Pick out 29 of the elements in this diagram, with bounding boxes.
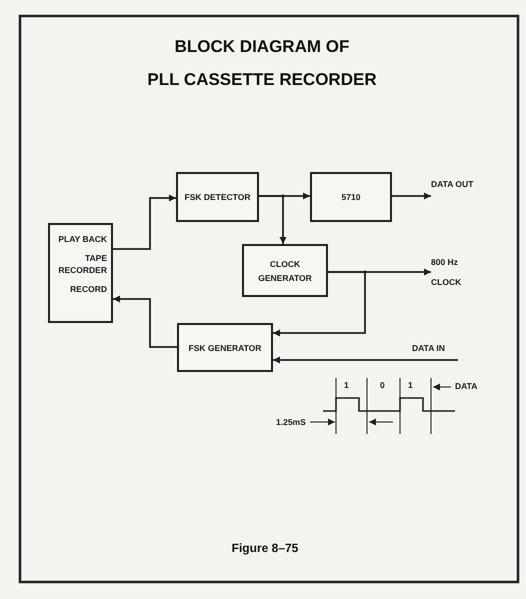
timing-label: DATA: [455, 381, 478, 391]
block-text: TAPE RECORDER: [57, 252, 107, 276]
bit-value: 1: [344, 380, 349, 390]
arrow: [259, 195, 286, 244]
signal-text: DATA OUT: [431, 178, 474, 190]
process-box: [176, 172, 259, 222]
signal-text: DATA IN: [412, 342, 445, 354]
arrow: [273, 356, 458, 364]
arrow: [113, 296, 177, 348]
arrow: [273, 271, 366, 336]
arrow: [113, 194, 176, 250]
block-text: PLAY BACK: [58, 233, 107, 245]
bit-value: 1: [408, 380, 413, 390]
block-text: 5710: [342, 191, 360, 204]
signal-text: 800 Hz: [431, 256, 458, 268]
figure-caption: Figure 8–75: [230, 541, 300, 555]
process-box: [310, 172, 392, 222]
bit-value: 0: [380, 380, 385, 390]
block-text: RECORD: [70, 283, 107, 295]
arrow: [392, 192, 431, 200]
process-box: [242, 244, 328, 297]
signal-text: CLOCK: [431, 276, 462, 288]
block-text: FSK GENERATOR: [188, 342, 262, 354]
timing-label: 1.25mS: [276, 417, 306, 427]
block-text: CLOCK GENERATOR: [257, 258, 313, 284]
process-box: [177, 323, 273, 372]
block-text: FSK DETECTOR: [184, 191, 250, 204]
diagram-title: BLOCK DIAGRAM OF PLL CASSETTE RECORDER: [146, 36, 378, 91]
process-box: [48, 223, 113, 323]
